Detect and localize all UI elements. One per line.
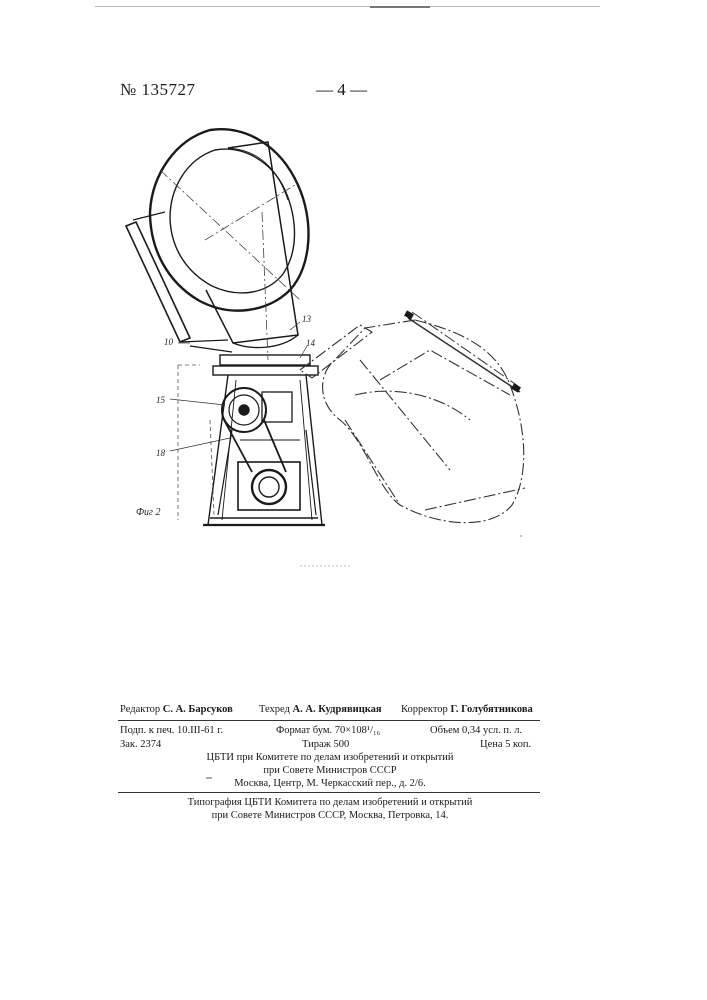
techred-credit: Техред А. А. Кудрявицкая [259, 703, 382, 716]
corrector-name: Г. Голубятникова [450, 704, 532, 715]
org-line-1: ЦБТИ при Комитете по делам изобретений и… [150, 751, 510, 764]
label-10: 10 [164, 337, 174, 347]
techred-role: Техред [259, 704, 290, 715]
editor-credit: Редактор С. А. Барсуков [120, 703, 233, 716]
org-line-3: Москва, Центр, М. Черкасский пер., д. 2/… [150, 777, 510, 790]
drum-assembly [126, 129, 318, 375]
printer-line-1: Типография ЦБТИ Комитета по делам изобре… [130, 796, 530, 809]
signed-date: Подп. к печ. 10.III-61 г. [120, 724, 223, 737]
org-line-2: при Совете Министров СССР [150, 764, 510, 777]
corrector-role: Корректор [401, 704, 448, 715]
label-13: 13 [302, 314, 312, 324]
techred-name: А. А. Кудрявицкая [293, 704, 382, 715]
label-14: 14 [306, 338, 316, 348]
tipped-position [300, 312, 525, 523]
printer-line-2: при Совете Министров СССР, Москва, Петро… [130, 809, 530, 822]
volume: Объем 0,34 усл. п. л. [430, 724, 522, 737]
divider [118, 720, 540, 721]
price: Цена 5 коп. [480, 738, 531, 751]
label-15: 15 [156, 395, 166, 405]
editor-role: Редактор [120, 704, 160, 715]
figure-caption: Фиг 2 [136, 507, 160, 518]
print-run: Тираж 500 [302, 738, 349, 751]
editor-name: С. А. Барсуков [163, 704, 233, 715]
label-18: 18 [156, 448, 166, 458]
corrector-credit: Корректор Г. Голубятникова [401, 703, 533, 716]
paper-format: Формат бум. 70×108¹/₁₆ [276, 724, 380, 737]
order-number: Зак. 2374 [120, 738, 161, 751]
divider [118, 792, 540, 793]
pedestal [203, 375, 325, 525]
